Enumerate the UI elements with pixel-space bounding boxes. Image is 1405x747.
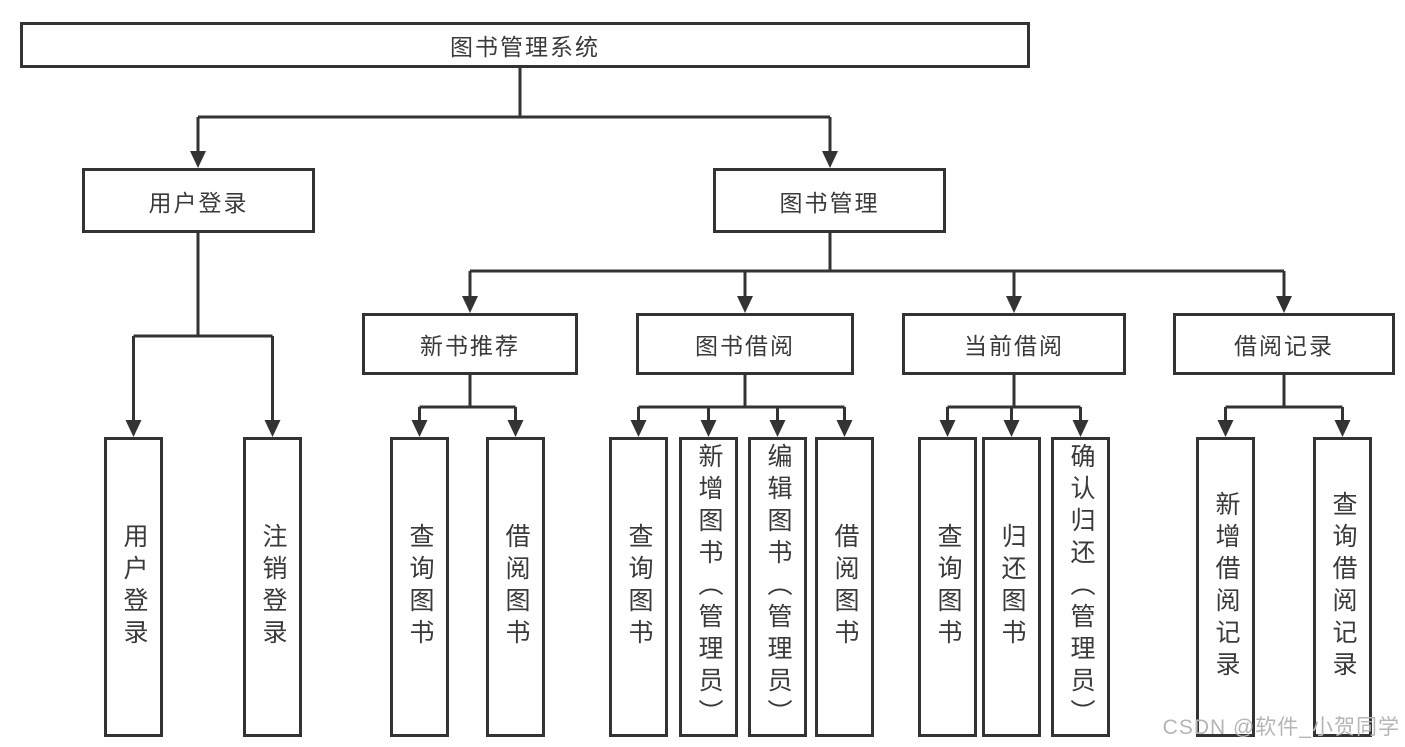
arrow-down-icon [630,420,647,437]
arrow-down-icon [507,420,524,437]
node-query-books-newbooks: 查询图书 [390,437,449,737]
node-current-borrow: 当前借阅 [902,313,1126,375]
node-label: 新增图书（管理员） [695,443,723,731]
node-label: 归还图书 [998,523,1026,651]
node-return-books: 归还图书 [982,437,1041,737]
node-label: 用户登录 [120,523,148,651]
node-add-book-admin: 新增图书（管理员） [679,437,738,737]
node-library-system: 图书管理系统 [20,22,1030,68]
arrow-down-icon [1006,296,1022,313]
arrow-down-icon [836,420,853,437]
arrow-down-icon [769,420,786,437]
node-edit-book-admin: 编辑图书（管理员） [748,437,807,737]
csdn-watermark: CSDN @软件_小贺同学 [1162,716,1400,739]
arrow-down-icon [1072,420,1089,437]
connector-bookborrow-to-leaves [637,375,846,424]
connector-bookmgmt-to-level3 [468,233,1286,300]
connector-currentborrow-to-leaves [946,375,1082,424]
arrow-down-icon [190,151,206,168]
node-label: 查询借阅记录 [1329,491,1357,683]
arrow-down-icon [1334,420,1351,437]
node-label: 编辑图书（管理员） [764,443,792,731]
arrow-down-icon [700,420,717,437]
node-logout-leaf: 注销登录 [243,437,302,737]
node-label: 确认归还（管理员） [1067,443,1095,731]
node-label: 查询图书 [625,523,653,651]
connector-userlogin-to-leaves [132,233,274,424]
node-book-borrow: 图书借阅 [636,313,854,375]
arrow-down-icon [1003,420,1020,437]
arrow-down-icon [822,151,838,168]
node-confirm-return-admin: 确认归还（管理员） [1051,437,1110,737]
node-query-borrow-record: 查询借阅记录 [1313,437,1372,737]
node-label: 借阅图书 [502,523,530,651]
arrow-down-icon [939,420,956,437]
node-book-management: 图书管理 [713,168,946,233]
node-label: 查询图书 [406,523,434,651]
arrow-down-icon [737,296,753,313]
node-label: 新增借阅记录 [1212,491,1240,683]
node-label: 借阅图书 [831,523,859,651]
node-user-login-leaf: 用户登录 [104,437,163,737]
node-new-book-recommend: 新书推荐 [362,313,578,375]
connector-records-to-leaves [1224,375,1344,424]
node-label: 注销登录 [259,523,287,651]
node-borrow-books-newbooks: 借阅图书 [486,437,545,737]
node-label: 查询图书 [934,523,962,651]
node-query-books-current: 查询图书 [918,437,977,737]
arrow-down-icon [411,420,428,437]
arrow-down-icon [125,420,142,437]
node-borrow-records: 借阅记录 [1173,313,1395,375]
node-borrow-books-leaf: 借阅图书 [815,437,874,737]
node-user-login: 用户登录 [82,168,315,233]
arrowheads [125,151,1351,437]
connector-newbooks-to-leaves [418,375,517,424]
arrow-down-icon [1217,420,1234,437]
node-add-borrow-record: 新增借阅记录 [1196,437,1255,737]
connector-root-to-level2 [196,68,832,153]
arrow-down-icon [462,296,478,313]
node-query-books-borrow: 查询图书 [609,437,668,737]
arrow-down-icon [264,420,281,437]
arrow-down-icon [1276,296,1292,313]
